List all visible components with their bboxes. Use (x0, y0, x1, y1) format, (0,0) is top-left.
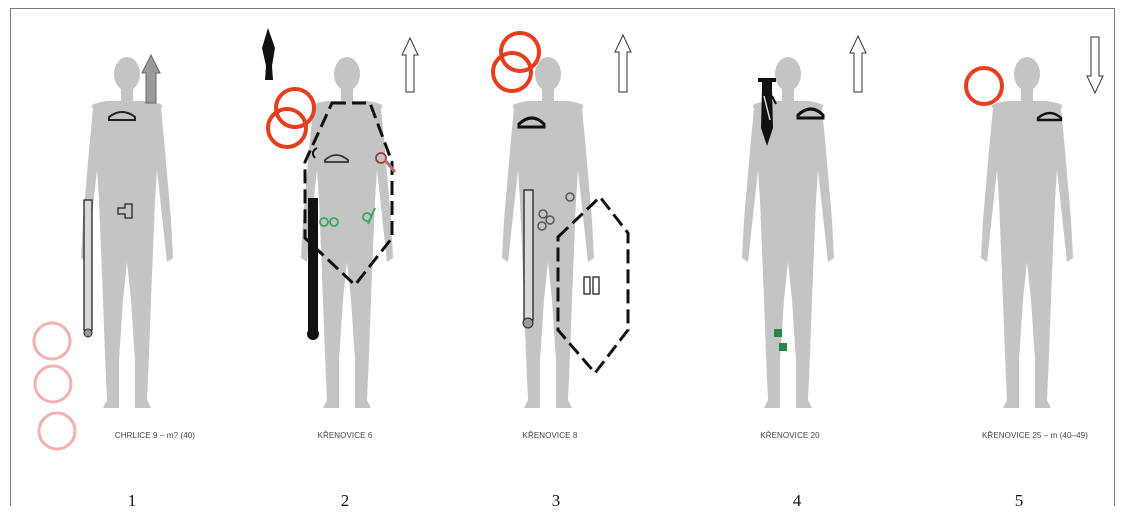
panel-caption: KŘENOVICE 6 (235, 431, 455, 440)
panel-2: KŘENOVICE 6 2 (235, 0, 455, 513)
orientation-arrow-icon (402, 38, 418, 92)
orientation-arrow-icon (1087, 37, 1103, 93)
orientation-arrow-icon (615, 35, 631, 92)
shield-grip-icon (584, 277, 590, 294)
human-silhouette (502, 57, 594, 408)
human-silhouette (981, 57, 1073, 408)
panel-number: 4 (687, 491, 907, 511)
green-square-icon (779, 343, 787, 351)
panel-3: KŘENOVICE 8 3 (440, 0, 660, 513)
panel-caption: KŘENOVICE 8 (440, 431, 660, 440)
sword-icon (84, 200, 92, 337)
ring-icon (34, 323, 70, 359)
panel-1: CHRLICE 9 – m? (40) 1 (15, 0, 235, 513)
panel-number: 3 (446, 491, 666, 511)
panel-5: KŘENOVICE 25 – m (40–49) 5 (905, 0, 1125, 513)
human-silhouette (742, 57, 834, 408)
ring-icon (35, 366, 71, 402)
panel-4: KŘENOVICE 20 4 (680, 0, 900, 513)
orientation-arrow-icon (142, 55, 160, 103)
panel-caption: KŘENOVICE 25 – m (40–49) (925, 431, 1127, 440)
ring-icon (966, 68, 1002, 104)
panel-caption: CHRLICE 9 – m? (40) (45, 431, 265, 440)
spearhead-icon (262, 28, 275, 80)
panel-number: 2 (235, 491, 455, 511)
sword-icon (307, 198, 319, 340)
green-square-icon (774, 329, 782, 337)
orientation-arrow-icon (850, 36, 866, 92)
human-silhouette (81, 57, 173, 408)
panel-caption: KŘENOVICE 20 (680, 431, 900, 440)
sword-icon (523, 190, 533, 328)
panel-number: 1 (22, 491, 242, 511)
panel-number: 5 (909, 491, 1127, 511)
shield-grip-icon (593, 277, 599, 294)
